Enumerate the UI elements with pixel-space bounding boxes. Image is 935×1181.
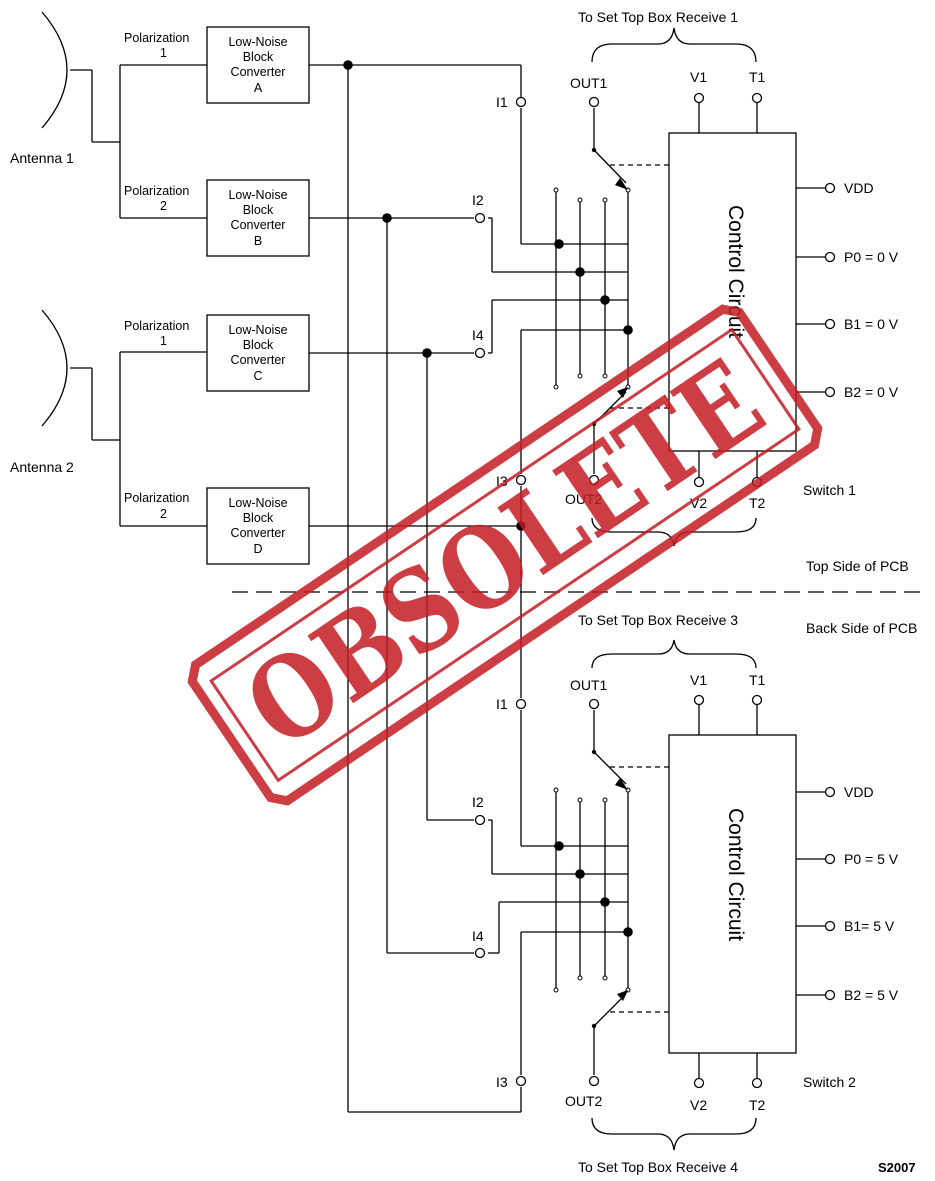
junction-dot (382, 213, 392, 223)
switch1-out1: OUT1 (570, 75, 608, 91)
switch1-input-i2: I2 (472, 192, 484, 208)
switch2-out1: OUT1 (570, 677, 608, 693)
switch1-input-i1: I1 (496, 94, 508, 110)
junction-dot (516, 521, 526, 531)
polarization-label: Polarization (124, 184, 189, 198)
polarization-number: 2 (160, 199, 167, 213)
switch2-pin-p0: P0 = 5 V (844, 851, 899, 867)
switch2-receive-3: To Set Top Box Receive 3 (578, 612, 738, 628)
lnb-a: Low-Noise Block Converter A (206, 26, 310, 104)
switch1-t2: T2 (749, 495, 766, 511)
svg-text:Converter: Converter (231, 526, 286, 540)
svg-text:Low-Noise: Low-Noise (228, 35, 287, 49)
switch2-pin-b2: B2 = 5 V (844, 987, 899, 1003)
polarization-label: Polarization (124, 319, 189, 333)
switch1-input-i4: I4 (472, 327, 484, 343)
svg-text:Low-Noise: Low-Noise (228, 188, 287, 202)
switch2-control-circuit: Control Circuit (724, 808, 747, 941)
switch2-t1: T1 (749, 672, 766, 688)
svg-text:Converter: Converter (231, 353, 286, 367)
switch1-pin-b2: B2 = 0 V (844, 384, 899, 400)
switch2-name: Switch 2 (803, 1074, 856, 1090)
switch2-out2: OUT2 (565, 1093, 603, 1109)
figure-id: S2007 (878, 1160, 916, 1175)
switch2-input-i3: I3 (496, 1074, 508, 1090)
pcb-back-label: Back Side of PCB (806, 620, 917, 636)
switch2-input-i1: I1 (496, 696, 508, 712)
svg-text:Block: Block (243, 511, 274, 525)
svg-text:C: C (253, 369, 262, 383)
lnb-c: Low-Noise Block Converter C (206, 314, 310, 392)
svg-text:B: B (254, 234, 262, 248)
switch-1 (474, 27, 836, 547)
antenna-1 (41, 11, 207, 219)
switch1-pin-vdd: VDD (844, 180, 874, 196)
switch1-out2: OUT2 (565, 491, 603, 507)
switch2-v2: V2 (690, 1097, 707, 1113)
pcb-top-label: Top Side of PCB (806, 558, 909, 574)
switch2-receive-4: To Set Top Box Receive 4 (578, 1159, 738, 1175)
switch1-pin-b1: B1 = 0 V (844, 316, 899, 332)
svg-text:Converter: Converter (231, 218, 286, 232)
switch1-name: Switch 1 (803, 482, 856, 498)
svg-text:A: A (254, 81, 263, 95)
switch2-pin-vdd: VDD (844, 784, 874, 800)
switch2-t2: T2 (749, 1097, 766, 1113)
switch1-pin-p0: P0 = 0 V (844, 249, 899, 265)
switch1-control-circuit: Control Circuit (724, 205, 747, 338)
svg-text:Block: Block (243, 50, 274, 64)
polarization-number: 2 (160, 507, 167, 521)
switch1-input-i3: I3 (496, 473, 508, 489)
svg-text:Low-Noise: Low-Noise (228, 323, 287, 337)
junction-dot (343, 60, 353, 70)
svg-text:Low-Noise: Low-Noise (228, 496, 287, 510)
polarization-number: 1 (160, 334, 167, 348)
lnb-b: Low-Noise Block Converter B (206, 179, 310, 257)
switch1-receive-1: To Set Top Box Receive 1 (578, 9, 738, 25)
lnb-d: Low-Noise Block Converter D (206, 487, 310, 565)
junction-dot (422, 348, 432, 358)
svg-text:Block: Block (243, 203, 274, 217)
svg-text:D: D (253, 542, 262, 556)
switch2-input-i2: I2 (472, 794, 484, 810)
switch2-v1: V1 (690, 672, 707, 688)
switch-2 (474, 639, 836, 1151)
switch1-t1: T1 (749, 69, 766, 85)
polarization-label: Polarization (124, 31, 189, 45)
switch2-input-i4: I4 (472, 928, 484, 944)
polarization-label: Polarization (124, 491, 189, 505)
switch2-pin-b1: B1= 5 V (844, 918, 895, 934)
svg-text:Block: Block (243, 338, 274, 352)
antenna-2-label: Antenna 2 (10, 459, 74, 475)
svg-text:Converter: Converter (231, 65, 286, 79)
antenna-2 (41, 309, 207, 527)
antenna-1-label: Antenna 1 (10, 150, 74, 166)
switch1-v1: V1 (690, 69, 707, 85)
polarization-number: 1 (160, 46, 167, 60)
